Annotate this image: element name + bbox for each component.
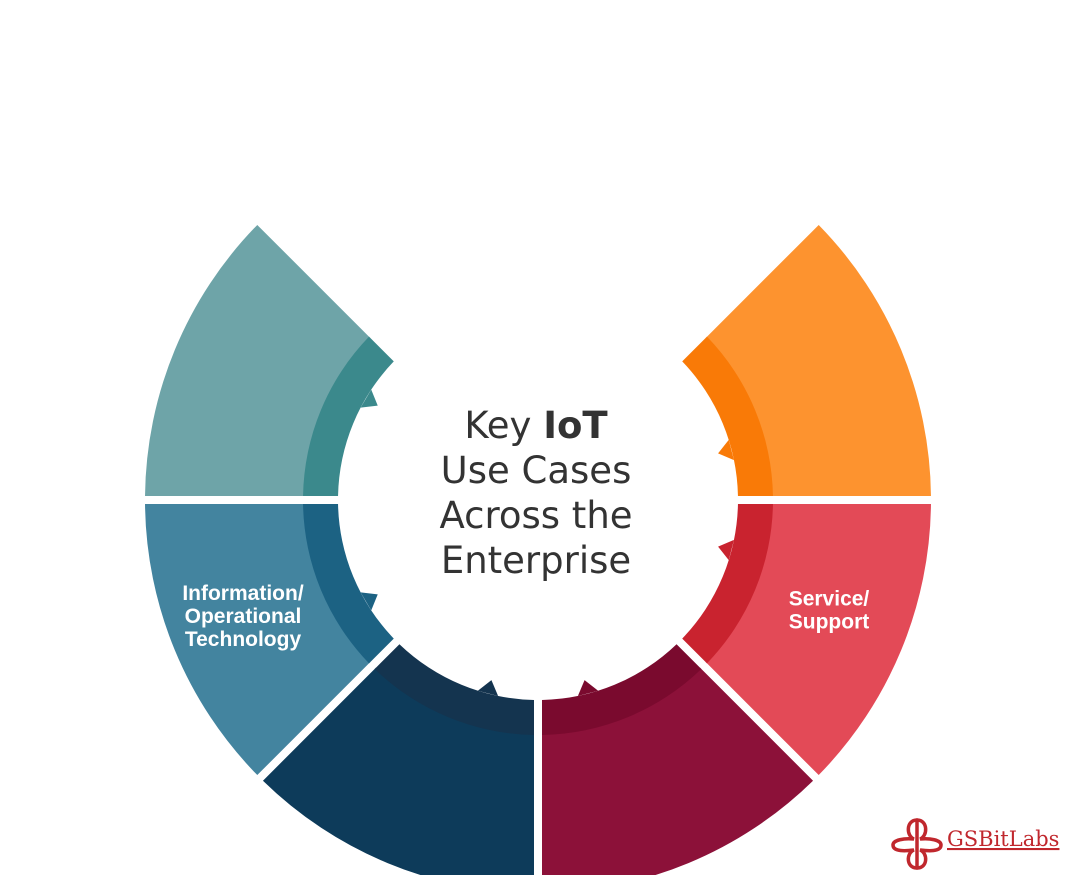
center-title-line-2: Use Cases: [441, 449, 632, 492]
segment-label-line: Service/: [789, 588, 870, 611]
segment-outer-band: [542, 667, 814, 875]
segment-label-marketing-sales: Marketing/Sales: [332, 209, 492, 232]
segment-notch: [360, 592, 378, 611]
center-title-line-1: Key IoT: [464, 404, 608, 447]
center-title: Key IoT Use Cases Across the Enterprise: [439, 404, 632, 582]
segment-inner-band: [303, 504, 394, 664]
gsbitlabs-logo: GSBitLabs: [891, 818, 1059, 870]
segment-notch: [477, 680, 499, 696]
segment-marketing-sales: Marketing/Sales: [262, 209, 534, 875]
segment-outer-band: [145, 504, 371, 776]
segment-notch: [360, 389, 378, 408]
segment-outer-band: [262, 667, 534, 875]
segment-inner-band: [542, 644, 702, 735]
segment-label-line: Operational: [185, 605, 302, 628]
segment-inner-band: [682, 336, 773, 496]
segment-inner-band: [303, 336, 394, 496]
segments-layer: Marketing/Sales ProductDevelopmentOperati…: [145, 186, 931, 875]
segment-label-service-support: Service/Support: [789, 588, 870, 634]
segment-label-line: Product: [616, 186, 695, 209]
center-title-line-3: Across the: [439, 494, 632, 537]
segment-label-line: Technology: [185, 628, 302, 651]
segment-label-line: Information/: [182, 582, 303, 605]
segment-outer-band: [145, 224, 371, 496]
center-title-line-4: Enterprise: [441, 539, 631, 582]
segment-outer-band: [705, 504, 931, 776]
gsbitlabs-logo-text: GSBitLabs: [947, 827, 1059, 851]
segment-label-line: Marketing/Sales: [332, 209, 492, 232]
segment-notch: [577, 680, 599, 696]
segment-inner-band: [374, 644, 534, 735]
gsbitlabs-logo-icon: [891, 818, 943, 870]
center-title-highlight: IoT: [543, 404, 608, 447]
segment-label-line: Development: [590, 209, 722, 232]
segment-notch: [718, 539, 734, 561]
segment-inner-band: [682, 504, 773, 664]
center-title-prefix: Key: [464, 404, 531, 447]
segment-notch: [718, 439, 734, 461]
segment-service-support: Service/Support: [682, 224, 931, 634]
segment-label-line: Support: [789, 611, 869, 634]
segment-outer-band: [705, 224, 931, 496]
